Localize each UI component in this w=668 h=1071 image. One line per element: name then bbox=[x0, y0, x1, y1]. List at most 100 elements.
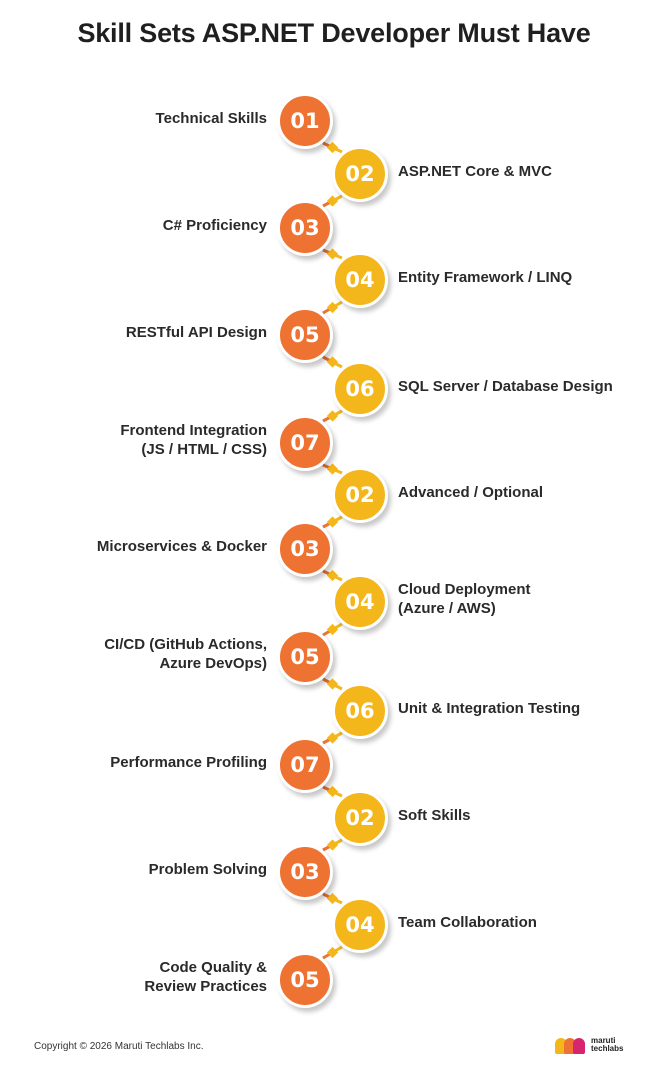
connector-diamond bbox=[326, 463, 339, 475]
connector-segment bbox=[322, 306, 334, 315]
step-label-line: Advanced / Optional bbox=[398, 483, 544, 501]
connector-diamond bbox=[326, 732, 339, 744]
connector-segment bbox=[322, 951, 334, 960]
step-label-line: RESTful API Design bbox=[125, 323, 267, 341]
step-label: Team Collaboration bbox=[398, 913, 537, 932]
step-number-badge: 07 bbox=[277, 415, 333, 471]
connector-segment bbox=[331, 622, 343, 631]
step-label: Unit & Integration Testing bbox=[398, 699, 580, 718]
connector-segment bbox=[322, 520, 334, 529]
connector-segment bbox=[331, 360, 343, 369]
connector-segment bbox=[331, 574, 343, 582]
connector-diamond bbox=[326, 248, 339, 260]
connector-diamond bbox=[326, 141, 339, 154]
connector-segment bbox=[322, 355, 334, 364]
connector-diamond bbox=[326, 678, 339, 690]
step-label-line: Unit & Integration Testing bbox=[398, 699, 581, 717]
connector-segment bbox=[331, 300, 343, 309]
connector-segment bbox=[331, 945, 343, 954]
step-label: Technical Skills bbox=[156, 109, 267, 128]
copyright-text: Copyright © 2026 Maruti Techlabs Inc. bbox=[34, 1041, 204, 1052]
connector-segment bbox=[322, 843, 334, 852]
step-number-badge: 05 bbox=[277, 629, 333, 685]
connector-segment bbox=[322, 677, 334, 686]
page-title: Skill Sets ASP.NET Developer Must Have bbox=[77, 18, 591, 48]
step-label: Problem Solving bbox=[149, 860, 267, 879]
step-label-line: SQL Server / Database Design bbox=[398, 377, 613, 395]
connector-segment bbox=[322, 736, 334, 745]
step-label-line: CI/CD (GitHub Actions, bbox=[104, 636, 267, 653]
step-label-line: Review Practices bbox=[144, 978, 267, 995]
step-number-badge: 03 bbox=[277, 200, 333, 256]
connector-segment bbox=[322, 141, 334, 149]
connector-diamond bbox=[326, 516, 339, 528]
step-number-badge: 06 bbox=[332, 361, 388, 417]
connector-segment bbox=[331, 790, 343, 798]
step-label-line: Problem Solving bbox=[148, 860, 267, 878]
step-number-badge: 02 bbox=[332, 790, 388, 846]
step-label-line: ASP.NET Core & MVC bbox=[398, 162, 552, 180]
step-label: RESTful API Design bbox=[126, 323, 267, 342]
step-label-line: Azure DevOps) bbox=[159, 655, 267, 672]
step-label: Code Quality & Review Practices bbox=[144, 958, 267, 996]
logo-mark-icon bbox=[555, 1036, 587, 1054]
step-label: SQL Server / Database Design bbox=[398, 377, 613, 396]
step-label: Entity Framework / LINQ bbox=[398, 268, 572, 287]
connector-segment bbox=[322, 569, 334, 577]
connector-segment bbox=[331, 194, 343, 203]
step-number-badge: 01 bbox=[277, 93, 333, 149]
step-number-badge: 02 bbox=[332, 467, 388, 523]
logo-wordmark: maruti techlabs bbox=[591, 1037, 623, 1053]
connector-diamond bbox=[326, 301, 339, 314]
connector-segment bbox=[322, 628, 334, 637]
step-label-line: C# Proficiency bbox=[162, 216, 267, 234]
connector-diamond bbox=[326, 356, 339, 368]
step-number-badge: 03 bbox=[277, 844, 333, 900]
step-number-badge: 04 bbox=[332, 897, 388, 953]
connector-segment bbox=[331, 897, 343, 905]
step-number-badge: 03 bbox=[277, 521, 333, 577]
step-label-line: (JS / HTML / CSS) bbox=[141, 441, 267, 458]
logo-line-1: maruti bbox=[591, 1036, 616, 1045]
step-label-line: Cloud Deployment bbox=[398, 581, 531, 598]
connector-diamond bbox=[326, 195, 339, 207]
step-label-line: Code Quality & bbox=[159, 959, 267, 976]
connector-diamond bbox=[326, 410, 339, 422]
connector-segment bbox=[331, 146, 343, 154]
step-label: Microservices & Docker bbox=[97, 537, 267, 556]
connector-segment bbox=[331, 515, 343, 524]
step-label: Performance Profiling bbox=[110, 753, 267, 772]
connector-segment bbox=[322, 414, 334, 423]
step-number-badge: 04 bbox=[332, 252, 388, 308]
step-label-line: Team Collaboration bbox=[398, 913, 537, 931]
step-label-line: Microservices & Docker bbox=[96, 537, 267, 555]
step-label: Cloud Deployment(Azure / AWS) bbox=[398, 580, 531, 618]
connector-segment bbox=[331, 838, 343, 847]
step-number-badge: 02 bbox=[332, 146, 388, 202]
connector-diamond bbox=[326, 892, 339, 905]
step-label-line: Frontend Integration bbox=[120, 422, 267, 439]
step-number-badge: 05 bbox=[277, 307, 333, 363]
step-label: ASP.NET Core & MVC bbox=[398, 162, 552, 181]
step-number-badge: 04 bbox=[332, 574, 388, 630]
step-number-badge: 06 bbox=[332, 683, 388, 739]
connector-segment bbox=[331, 467, 343, 475]
connector-diamond bbox=[326, 569, 339, 582]
connector-segment bbox=[331, 682, 343, 691]
connector-segment bbox=[322, 785, 334, 793]
step-label: Advanced / Optional bbox=[398, 483, 543, 502]
step-label: Soft Skills bbox=[398, 806, 471, 825]
step-label-line: Performance Profiling bbox=[110, 753, 267, 771]
connector-diamond bbox=[326, 946, 339, 959]
connector-segment bbox=[331, 731, 343, 740]
connector-segment bbox=[322, 463, 334, 471]
step-label-line: Entity Framework / LINQ bbox=[398, 268, 573, 286]
connector-diamond bbox=[326, 785, 339, 798]
step-number-badge: 07 bbox=[277, 737, 333, 793]
step-label: CI/CD (GitHub Actions, Azure DevOps) bbox=[104, 635, 267, 673]
connector-segment bbox=[322, 199, 334, 208]
connector-diamond bbox=[326, 623, 339, 636]
step-label: Frontend Integration (JS / HTML / CSS) bbox=[120, 421, 267, 459]
connector-segment bbox=[322, 892, 334, 900]
connector-segment bbox=[331, 252, 343, 260]
